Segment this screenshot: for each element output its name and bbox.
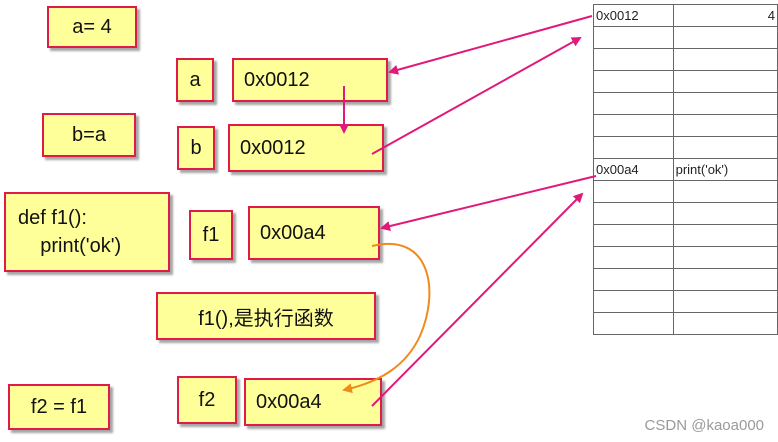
code-b-assign: b=a xyxy=(42,113,136,157)
memory-row xyxy=(593,48,778,71)
var-name-f1: f1 xyxy=(189,210,233,260)
memory-row xyxy=(593,26,778,49)
memory-row xyxy=(593,180,778,203)
ref-f1-address: 0x00a4 xyxy=(248,206,380,260)
watermark: CSDN @kaoa000 xyxy=(644,417,764,434)
memory-row xyxy=(593,114,778,137)
memory-row xyxy=(593,268,778,291)
arrow-mem-00a4-to-f1 xyxy=(380,175,597,231)
code-f2-assign: f2 = f1 xyxy=(8,384,110,430)
code-a-assign: a= 4 xyxy=(47,6,137,48)
arrow-mem-0012-to-a xyxy=(388,15,593,75)
def-line-1: def f1(): xyxy=(18,207,87,229)
def-line-2: print('ok') xyxy=(18,235,122,257)
code-call-note: f1(),是执行函数 xyxy=(156,292,376,340)
memory-row xyxy=(593,312,778,335)
memory-value-cell xyxy=(672,312,778,335)
ref-a-address: 0x0012 xyxy=(232,58,388,102)
var-name-a: a xyxy=(176,58,214,102)
memory-row xyxy=(593,202,778,225)
ref-b-address: 0x0012 xyxy=(228,124,384,172)
arrow-f2-to-mem-00a4 xyxy=(371,192,584,407)
code-def-f1: def f1(): print('ok') xyxy=(4,192,170,272)
var-name-f2: f2 xyxy=(177,376,237,424)
memory-value-cell: print('ok') xyxy=(672,158,778,181)
memory-row xyxy=(593,70,778,93)
curve-f1-to-f2 xyxy=(342,243,431,394)
memory-row xyxy=(593,136,778,159)
var-name-b: b xyxy=(177,126,215,170)
arrow-b-to-mem-0012 xyxy=(371,37,582,155)
